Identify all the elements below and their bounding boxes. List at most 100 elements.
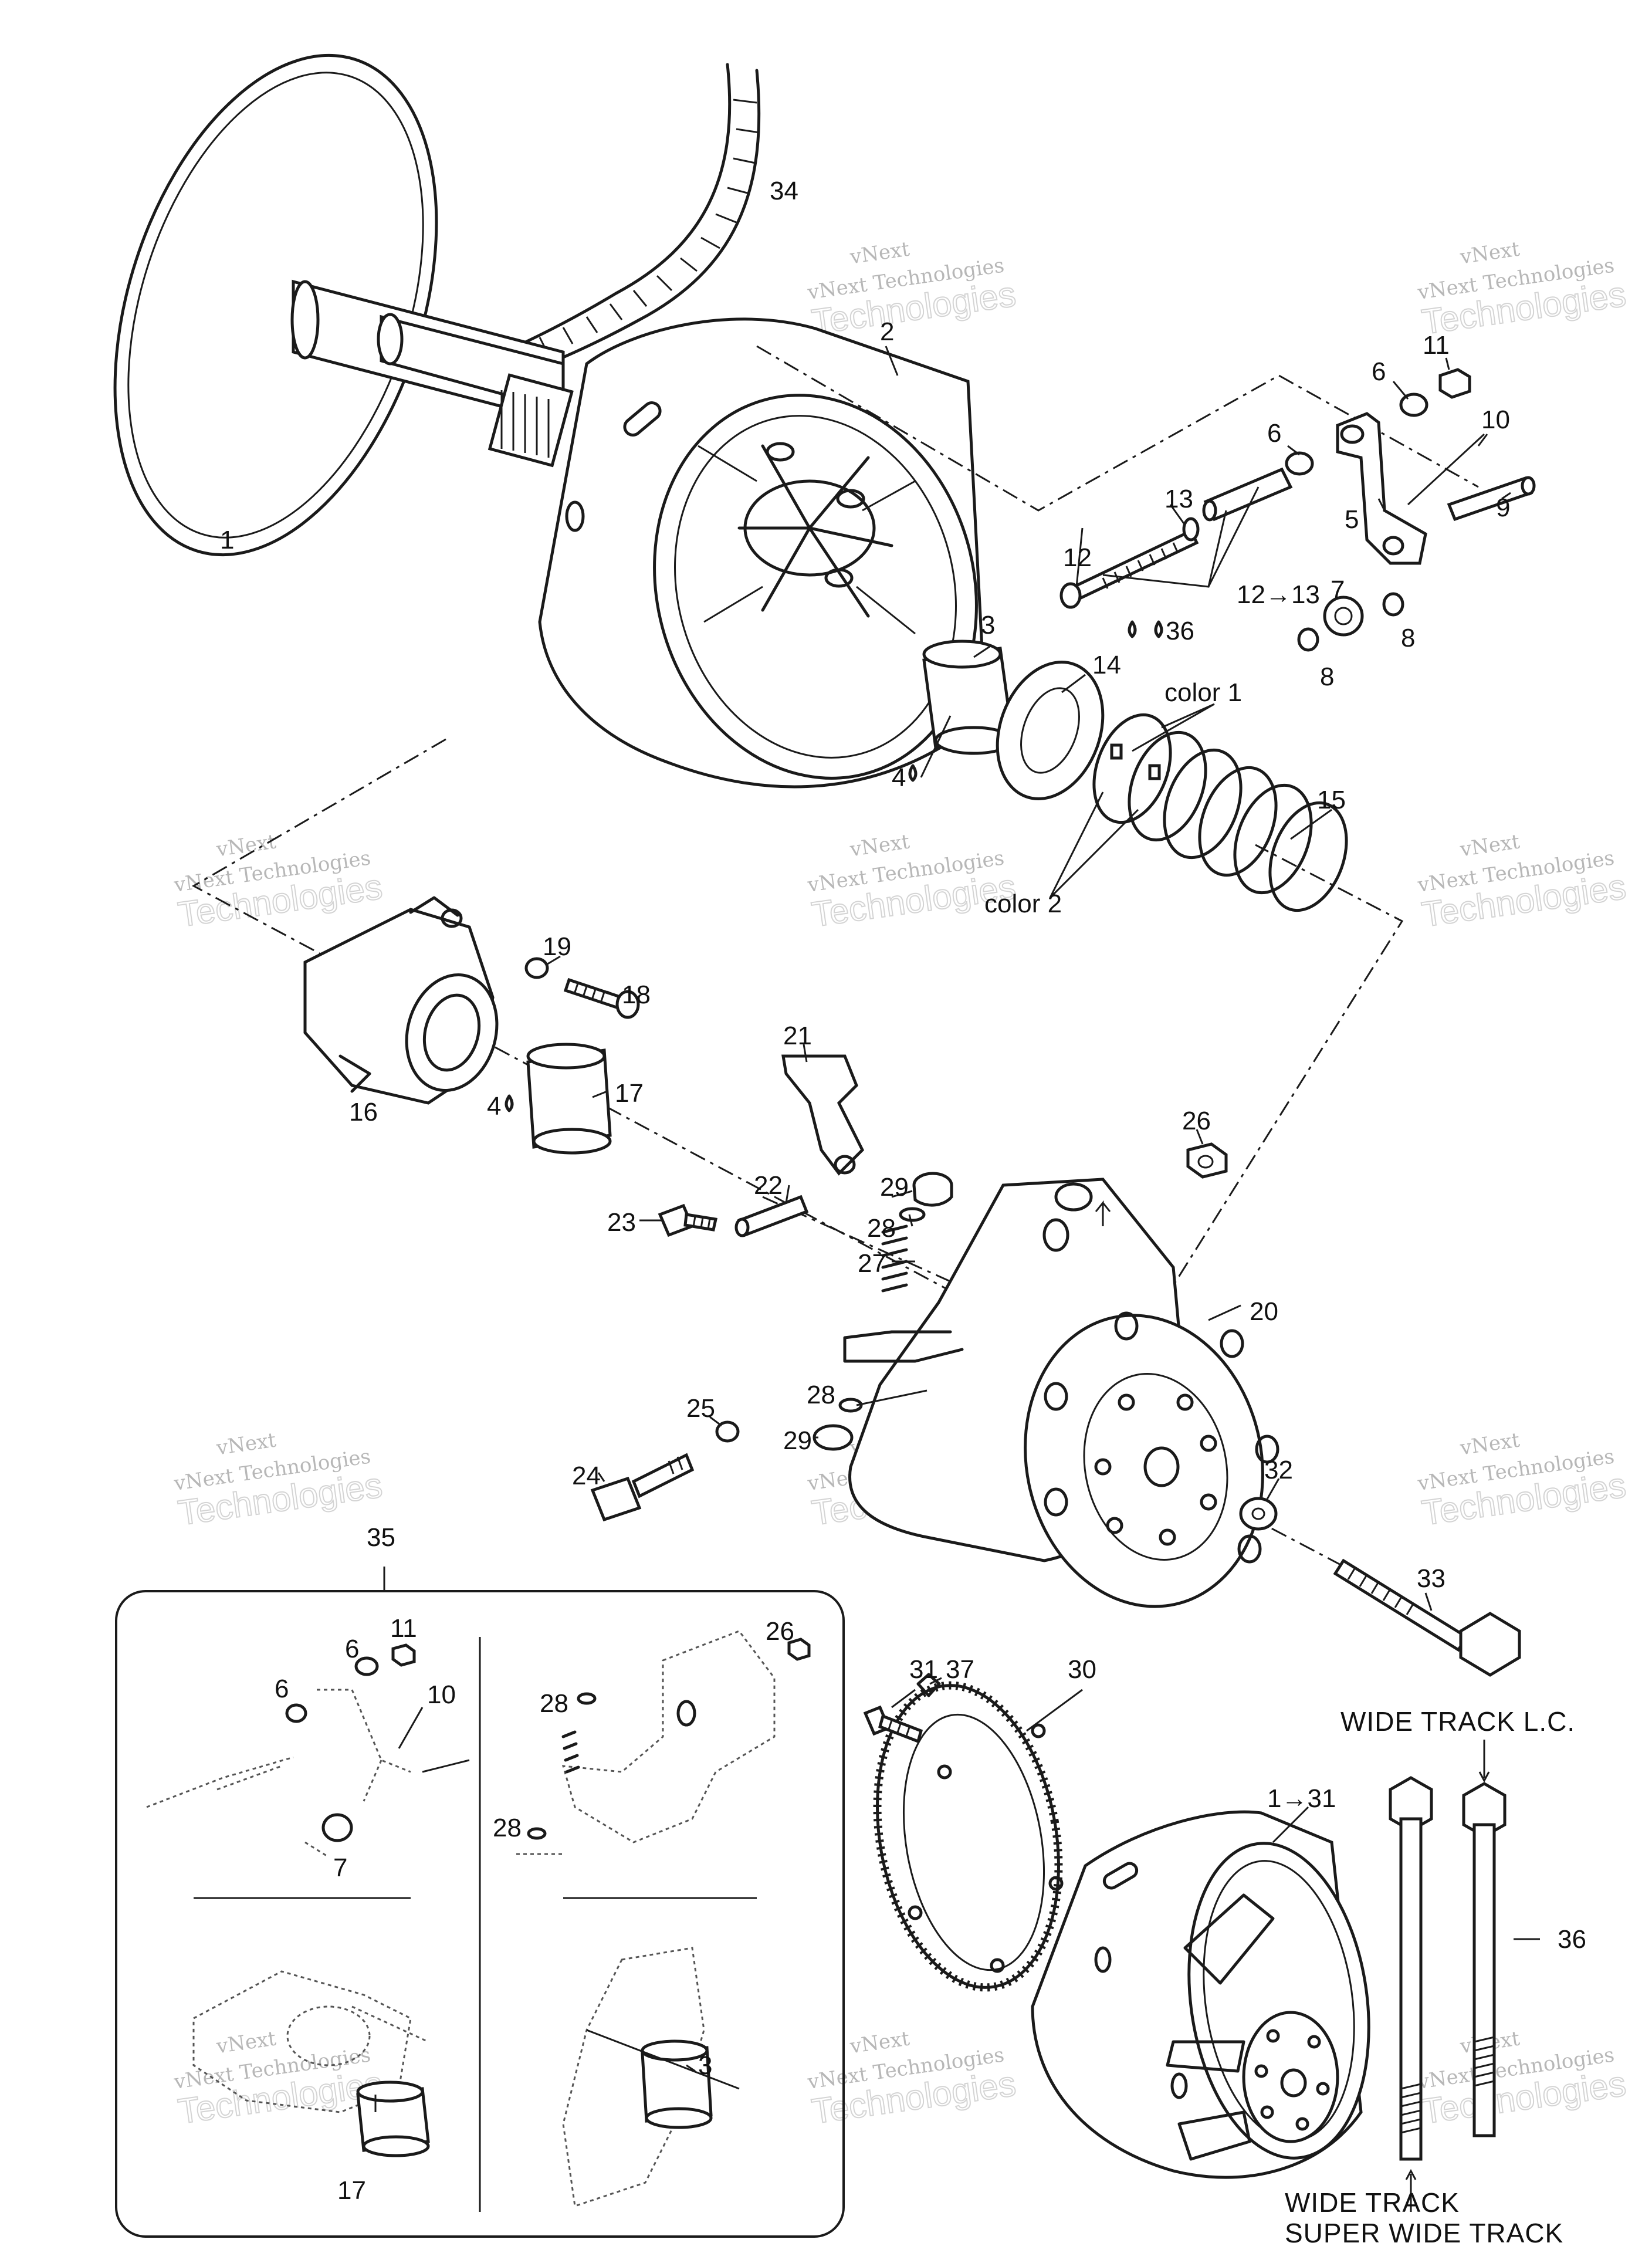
callout-14: 14 — [1092, 651, 1121, 679]
callout-27: 27 — [858, 1249, 886, 1278]
callout-35: 35 — [367, 1523, 395, 1552]
note-super-wide-track: SUPER WIDE TRACK — [1285, 2218, 1563, 2248]
part-27-spring — [881, 1224, 908, 1293]
callout-17: 17 — [615, 1079, 644, 1108]
part-20-governor-cup — [843, 1178, 1279, 1608]
part-16-spider — [303, 896, 499, 1105]
callout-12to13: 12→13 — [1237, 580, 1320, 609]
part-36-bolts — [1389, 1740, 1540, 2212]
callout-9: 9 — [1496, 493, 1510, 522]
linkage-assembly — [1059, 368, 1536, 652]
callout-36b: 36 — [1558, 1925, 1586, 1954]
callout-33: 33 — [1417, 1564, 1446, 1593]
part-18-screw — [563, 977, 640, 1019]
callout-6b: 6 — [1267, 419, 1281, 448]
notes: WIDE TRACK L.C. WIDE TRACK SUPER WIDE TR… — [1285, 1706, 1575, 2248]
svg-text:vNext: vNext — [1458, 1429, 1522, 1460]
watermark-3: vNext vNext Technologies Technologies — [1416, 238, 1629, 343]
inset-callout-17: 17 — [337, 2176, 366, 2205]
part-33-bolt — [1333, 1558, 1521, 1677]
callout-5: 5 — [1345, 505, 1359, 534]
svg-text:vNext: vNext — [848, 2027, 912, 2059]
lubricant-drop-icon-3 — [1154, 620, 1163, 638]
part-23-bolt — [658, 1203, 718, 1237]
callout-6a: 6 — [1372, 357, 1386, 386]
callout-30: 30 — [1068, 1655, 1096, 1684]
part-30-ring-gear — [873, 1681, 1064, 1992]
callout-2: 2 — [880, 317, 894, 346]
part-25-washer — [715, 1420, 740, 1443]
callout-26: 26 — [1182, 1107, 1211, 1135]
callout-16: 16 — [349, 1098, 378, 1126]
callout-28a: 28 — [867, 1214, 896, 1243]
svg-text:vNext: vNext — [1458, 238, 1522, 269]
callout-12: 12 — [1063, 543, 1092, 572]
callout-20: 20 — [1250, 1297, 1278, 1326]
callout-23: 23 — [607, 1208, 636, 1237]
inset-callout-11: 11 — [390, 1614, 417, 1643]
inset-callout-3: 3 — [698, 2051, 712, 2080]
inset-callout-6b: 6 — [345, 1635, 359, 1663]
note-wide-track-lc: WIDE TRACK L.C. — [1340, 1706, 1575, 1737]
callout-4b: 4 — [487, 1092, 501, 1121]
callout-8b: 8 — [1320, 662, 1334, 691]
lubricant-drop-icon-2 — [505, 1094, 514, 1112]
callout-7: 7 — [1331, 576, 1345, 604]
callout-1to31: 1→31 — [1267, 1784, 1336, 1813]
inset-callout-28b: 28 — [493, 1814, 522, 1842]
svg-text:vNext: vNext — [848, 238, 912, 269]
inset-callout-7: 7 — [333, 1853, 347, 1882]
label-color-2: color 2 — [984, 889, 1062, 918]
watermark-6: vNext vNext Technologies Technologies — [1416, 830, 1629, 935]
inset-callout-labels: 6 6 11 10 7 26 28 28 3 17 — [275, 1614, 794, 2205]
callout-32: 32 — [1264, 1456, 1293, 1484]
callout-1: 1 — [220, 526, 234, 554]
watermark-7: vNext vNext Technologies Technologies — [172, 1429, 385, 1534]
part-1to31-assembly — [1031, 1810, 1370, 2179]
svg-text:vNext: vNext — [215, 1429, 278, 1460]
inset-callout-10: 10 — [427, 1680, 456, 1709]
assembly-outline-upper — [756, 345, 1479, 512]
leader-lines — [374, 346, 1511, 2112]
callout-29a: 29 — [880, 1173, 909, 1202]
callout-21: 21 — [783, 1021, 812, 1050]
svg-text:vNext: vNext — [1458, 830, 1522, 862]
watermark-2: vNext vNext Technologies Technologies — [805, 238, 1018, 343]
part-29-cap — [813, 1172, 953, 1451]
watermark-4: vNext vNext Technologies Technologies — [172, 830, 385, 935]
part-19-washer — [524, 957, 549, 979]
svg-text:vNext: vNext — [215, 2027, 278, 2059]
callout-11: 11 — [1423, 331, 1450, 360]
label-color-1: color 1 — [1164, 678, 1242, 707]
lubricant-drop-icon — [908, 764, 918, 782]
callout-28b: 28 — [807, 1381, 835, 1409]
callout-19: 19 — [543, 932, 571, 961]
callout-34: 34 — [770, 177, 798, 205]
callout-29b: 29 — [783, 1426, 812, 1455]
inset-callout-26: 26 — [766, 1617, 794, 1646]
part-32-washer — [1239, 1497, 1278, 1531]
callout-31: 31 — [909, 1655, 938, 1684]
watermark-9: vNext vNext Technologies Technologies — [1416, 1429, 1629, 1534]
part-24-shoulder-bolt — [590, 1453, 695, 1522]
part-2-sliding-half — [538, 317, 987, 789]
inset-callout-6a: 6 — [275, 1674, 289, 1703]
callout-10: 10 — [1481, 405, 1510, 434]
callout-24: 24 — [572, 1462, 601, 1490]
part-15-spring — [1092, 713, 1348, 912]
callout-13: 13 — [1164, 485, 1193, 513]
part-1-fixed-sheave — [113, 53, 574, 557]
callout-36a: 36 — [1166, 617, 1194, 645]
callout-3: 3 — [981, 611, 995, 640]
watermark-11: vNext vNext Technologies Technologies — [805, 2027, 1018, 2132]
callout-18: 18 — [622, 980, 651, 1009]
svg-text:vNext: vNext — [848, 830, 912, 862]
part-37-clip — [916, 1673, 941, 1697]
part-31-screw — [863, 1705, 923, 1744]
callout-8a: 8 — [1401, 624, 1415, 652]
part-22-pin — [734, 1195, 809, 1237]
svg-text:vNext: vNext — [215, 830, 278, 862]
callout-4a: 4 — [892, 763, 906, 792]
